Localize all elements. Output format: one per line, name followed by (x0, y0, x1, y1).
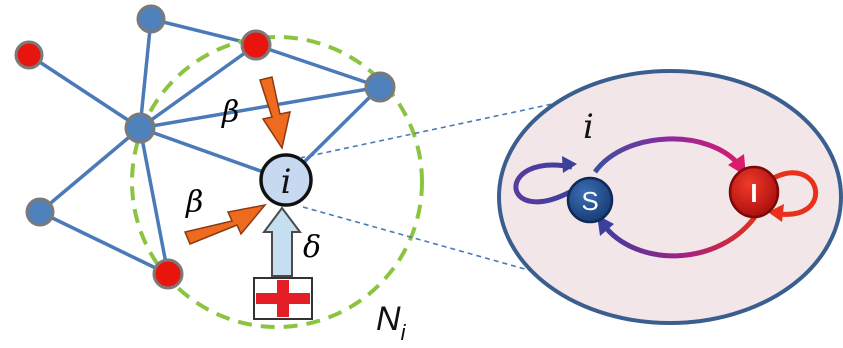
beta-label-top: β (221, 95, 239, 130)
center-node (259, 153, 313, 207)
node-infected (14, 40, 44, 70)
node-susceptible (124, 112, 156, 144)
infected-state (728, 165, 780, 219)
susceptible-state-label: S (581, 186, 598, 216)
zoom-line-top (299, 96, 586, 159)
edge (38, 126, 142, 214)
node-susceptible (136, 4, 166, 34)
state-model-ellipse (497, 69, 843, 325)
edge (139, 85, 381, 130)
infected-self-loop (768, 170, 819, 217)
susceptible-self-loop-arrowhead (562, 156, 577, 173)
edge (138, 43, 258, 130)
edge (138, 18, 153, 129)
neighborhood-label: Ni (376, 300, 407, 345)
susceptible-state (566, 176, 614, 224)
edge (138, 127, 170, 275)
medical-cross-icon (253, 277, 313, 320)
edge (255, 43, 381, 89)
delta-label: δ (303, 230, 321, 265)
susceptible-self-loop (513, 162, 573, 205)
beta-label-left: β (185, 185, 203, 220)
infection-transition-arc (592, 136, 742, 174)
edge (39, 210, 169, 276)
recovery-transition-arc (600, 212, 760, 259)
node-susceptible (364, 71, 396, 103)
infection-arrow-left (183, 203, 267, 245)
network-nodes (14, 4, 396, 290)
infected-self-loop-arrowhead (768, 204, 784, 222)
node-infected (240, 29, 272, 61)
node-infected (152, 258, 184, 290)
infection-arrow-top (259, 76, 291, 150)
edge (28, 53, 141, 130)
recovery-arrow (262, 206, 302, 277)
network-edges (28, 17, 382, 276)
node-susceptible (25, 197, 55, 227)
state-model-node-label: i (583, 107, 594, 147)
infected-state-label: I (750, 178, 757, 208)
neighborhood-circle (130, 35, 424, 329)
center-node-label: i (281, 162, 292, 202)
